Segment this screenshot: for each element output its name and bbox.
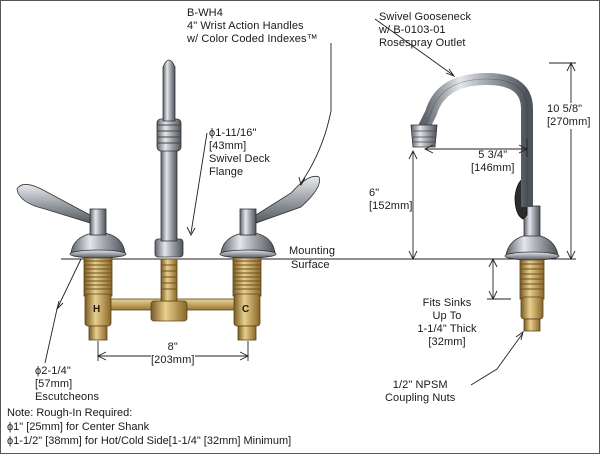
height-dimension: 10 5/8" [270mm] (547, 103, 591, 129)
flange-mm: [43mm] (209, 140, 247, 152)
note-line1: ϕ1" [25mm] for Center Shank (7, 421, 150, 433)
escutcheon-callout: ϕ2-1/4" [57mm] Escutcheons (35, 365, 99, 404)
sinks-line4: [32mm] (428, 336, 466, 348)
clearance-in: 6" (369, 187, 380, 199)
handles-line1: 4" Wrist Action Handles (187, 20, 304, 32)
gooseneck-callout: Swivel Gooseneck w/ B-0103-01 Rosespray … (379, 11, 471, 50)
coupling-line2: Coupling Nuts (385, 392, 456, 404)
sinks-line3: 1-1/4" Thick (417, 323, 477, 335)
cold-valve (219, 175, 320, 341)
gooseneck-line3: Rosespray Outlet (379, 37, 466, 49)
centers-in: 8" (167, 341, 178, 353)
escutcheon-dia: ϕ2-1/4" (35, 365, 71, 377)
center-tee (150, 300, 188, 322)
flange-line1: Swivel Deck (209, 153, 271, 165)
center-spout (154, 59, 184, 302)
coupling-line1: 1/2" NPSM (392, 379, 448, 391)
flange-line2: Flange (209, 166, 244, 178)
sinks-line2: Up To (432, 310, 462, 322)
side-view-faucet (410, 72, 560, 332)
note-title: Note: Rough-In Required: (7, 407, 133, 419)
dimension-lines (96, 61, 576, 361)
hot-valve (16, 184, 127, 341)
flange-callout: ϕ1-11/16" [43mm] Swivel Deck Flange (209, 127, 270, 179)
mounting-line1: Mounting (289, 245, 336, 257)
rough-in-note: Note: Rough-In Required: ϕ1" [25mm] for … (7, 406, 291, 448)
gooseneck-line2: w/ B-0103-01 (379, 24, 446, 36)
gooseneck-line1: Swivel Gooseneck (379, 11, 472, 23)
centers-dimension: 8" [203mm] (151, 341, 195, 367)
mounting-line2: Surface (291, 259, 330, 271)
escutcheon-mm: [57mm] (35, 378, 73, 390)
handles-model: B-WH4 (187, 7, 223, 19)
sinks-line1: Fits Sinks (422, 297, 472, 309)
height-in: 10 5/8" (547, 103, 583, 115)
handles-line2: w/ Color Coded Indexes™ (187, 33, 318, 45)
clearance-mm: [152mm] (369, 200, 413, 212)
coupling-callout: 1/2" NPSM Coupling Nuts (385, 379, 455, 405)
flange-dia: ϕ1-11/16" (209, 127, 257, 139)
leader-lines (44, 18, 524, 386)
clearance-dimension: 6" [152mm] (369, 187, 413, 213)
sinks-callout: Fits Sinks Up To 1-1/4" Thick [32mm] (397, 297, 497, 349)
centers-mm: [203mm] (151, 354, 195, 366)
reach-mm: [146mm] (471, 162, 515, 174)
cold-mark: C (242, 304, 250, 315)
height-mm: [270mm] (547, 116, 591, 128)
handles-callout: B-WH4 4" Wrist Action Handles w/ Color C… (187, 7, 318, 46)
escutcheon-name: Escutcheons (35, 391, 100, 403)
mounting-surface-label: Mounting Surface (289, 245, 335, 272)
reach-dimension: 5 3/4" [146mm] (471, 149, 515, 175)
note-line2: ϕ1-1/2" [38mm] for Hot/Cold Side[1-1/4" … (7, 435, 292, 447)
hot-mark: H (93, 304, 101, 315)
reach-in: 5 3/4" (478, 149, 508, 161)
